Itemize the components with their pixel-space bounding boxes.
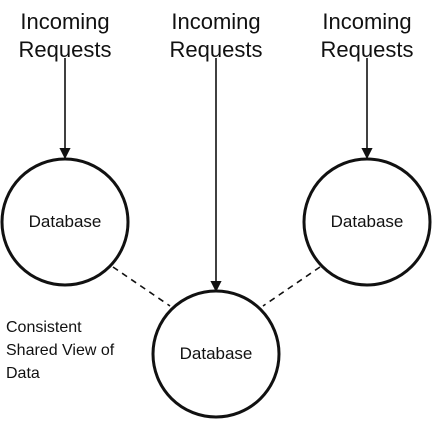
incoming-requests-line1: Incoming: [20, 9, 110, 34]
note-line3: Data: [6, 365, 40, 382]
database-label-left: Database: [28, 212, 102, 231]
incoming-requests-line1: Incoming: [322, 9, 412, 34]
note-line1: Consistent: [6, 319, 82, 336]
incoming-requests-line2: Requests: [18, 37, 112, 62]
note-line2: Shared View of: [6, 342, 115, 359]
incoming-requests-line2: Requests: [320, 37, 414, 62]
incoming-requests-label-left: Incoming Requests: [0, 8, 130, 64]
incoming-requests-line2: Requests: [169, 37, 263, 62]
database-label-right: Database: [330, 212, 404, 231]
replication-link-right: [262, 266, 321, 307]
incoming-requests-label-right: Incoming Requests: [302, 8, 432, 64]
database-label-center: Database: [179, 344, 253, 363]
replication-link-left: [112, 266, 171, 307]
database-node-right: [302, 157, 432, 287]
incoming-requests-label-center: Incoming Requests: [151, 8, 281, 64]
database-node-center: [151, 289, 281, 419]
incoming-requests-line1: Incoming: [171, 9, 261, 34]
consistent-view-note: Consistent Shared View of Data: [6, 316, 146, 385]
database-node-left: [0, 157, 130, 287]
